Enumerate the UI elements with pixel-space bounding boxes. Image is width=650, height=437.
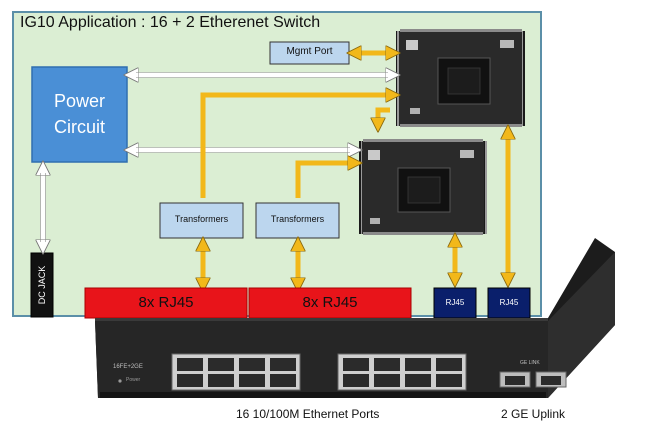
device-model-label: 16FE+2GE	[113, 364, 143, 370]
rj45-single-left	[433, 287, 477, 319]
power-led	[118, 379, 122, 383]
device-power-label: Power	[126, 377, 141, 383]
power-circuit-block	[31, 66, 128, 163]
rj45-single-left-label: RJ45	[445, 298, 465, 307]
diagram-title: IG10 Application : 16 + 2 Etherenet Swit…	[20, 14, 321, 31]
transformer-left-label: Transformers	[174, 214, 229, 224]
power-circuit-label: Power Circuit	[32, 88, 127, 140]
power-circuit-line2: Circuit	[53, 117, 105, 137]
switch-chip-bottom	[359, 139, 487, 235]
switch-device	[95, 238, 615, 398]
ports-caption: 16 10/100M Ethernet Ports	[236, 407, 380, 421]
rj45-single-right	[487, 287, 531, 319]
power-arrows	[43, 75, 393, 247]
data-arrows	[203, 53, 508, 285]
mgmt-port-label: Mgmt Port	[286, 46, 333, 57]
device-uplink-label: GE LINK	[520, 360, 540, 366]
transformer-right-block	[255, 202, 340, 239]
switch-chip-top	[396, 29, 525, 127]
rj45-single-right-label: RJ45	[499, 298, 519, 307]
transformer-right-label: Transformers	[270, 214, 325, 224]
rj45-bank-left-label: 8x RJ45	[138, 294, 194, 311]
dc-jack-label: DC JACK	[37, 265, 47, 305]
rj45-bank-left	[84, 287, 248, 319]
rj45-bank-right-label: 8x RJ45	[302, 294, 358, 311]
power-circuit-line1: Power	[53, 91, 106, 111]
uplink-caption: 2 GE Uplink	[501, 407, 566, 421]
